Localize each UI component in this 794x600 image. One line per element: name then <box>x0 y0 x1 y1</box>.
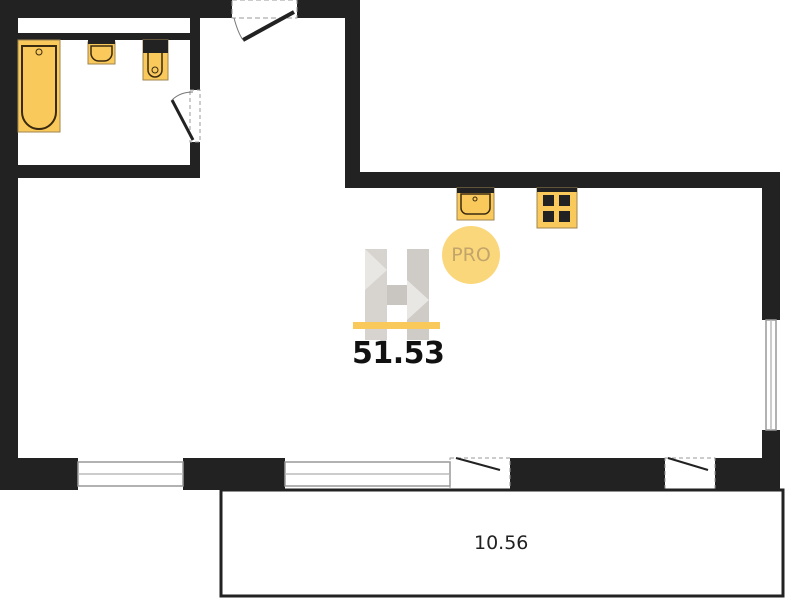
balcony-area-label: 10.56 <box>474 532 529 554</box>
stove-icon <box>536 187 578 229</box>
balcony-door[interactable] <box>664 457 716 491</box>
walls <box>0 0 780 490</box>
wall <box>190 142 200 178</box>
balcony-outline <box>219 488 785 598</box>
fixtures <box>17 39 578 229</box>
wall <box>715 458 780 490</box>
main-area-label: 51.53 <box>352 336 445 371</box>
wall <box>0 0 18 490</box>
wall <box>297 0 360 18</box>
wall <box>510 458 665 490</box>
area-underline <box>353 322 440 329</box>
wall <box>762 172 780 320</box>
wall <box>183 458 285 490</box>
entrance-door[interactable] <box>231 0 298 19</box>
toilet-icon <box>142 39 169 81</box>
wall <box>190 18 200 90</box>
wall <box>345 0 360 188</box>
wall <box>0 0 232 18</box>
balcony-door[interactable] <box>449 457 511 491</box>
wall <box>18 165 200 178</box>
wall <box>0 458 78 490</box>
pro-badge: PRO <box>442 226 500 284</box>
wall <box>345 172 780 188</box>
bathtub-icon <box>17 39 61 133</box>
logo-h-icon <box>365 249 429 340</box>
kitchen-sink-icon <box>456 187 495 221</box>
sink-icon <box>87 40 116 65</box>
wall <box>18 33 200 40</box>
bathroom-door[interactable] <box>189 89 201 143</box>
